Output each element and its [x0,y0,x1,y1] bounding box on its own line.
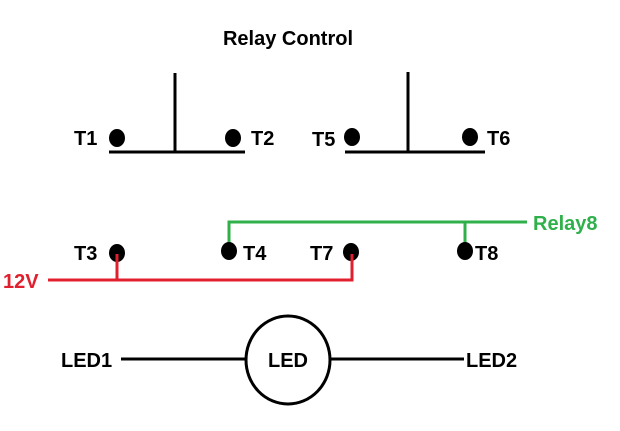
terminal-t3-dot[interactable] [109,244,125,262]
power-wire-main [48,254,354,282]
led-symbol[interactable] [244,314,332,406]
terminal-t2-dot[interactable] [225,129,241,147]
terminal-t2-label: T2 [251,128,274,150]
terminal-t6-dot[interactable] [462,128,478,146]
led1-label: LED1 [61,350,112,372]
terminal-t5-label: T5 [312,129,335,151]
terminal-t1-label: T1 [74,128,97,150]
relay-1-symbol [109,73,245,154]
led-label: LED [268,350,308,372]
terminal-t8-dot[interactable] [457,242,473,260]
terminal-t8-label: T8 [475,243,498,265]
terminal-t6-label: T6 [487,128,510,150]
relay8-label: Relay8 [533,213,598,235]
terminal-t7-label: T7 [310,243,333,265]
led2-label: LED2 [466,350,517,372]
power-12v-wire [48,254,354,282]
terminal-t4-label: T4 [243,243,267,265]
power-12v-label: 12V [3,271,39,293]
terminal-t7-dot[interactable] [343,243,359,261]
diagram-title: Relay Control [223,28,353,50]
terminal-t4-dot[interactable] [221,242,237,260]
relay-2-symbol [345,72,485,154]
terminal-t3-label: T3 [74,243,97,265]
terminal-t5-dot[interactable] [344,128,360,146]
terminal-t1-dot[interactable] [109,129,125,147]
